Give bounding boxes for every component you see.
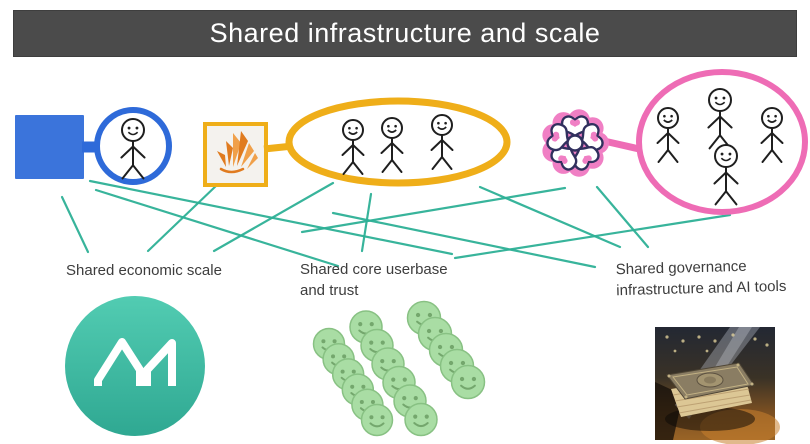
maker-m-icon: [94, 338, 176, 386]
maker-logo: [65, 296, 205, 436]
yellow-members-ellipse: [285, 97, 511, 187]
smiley-token-stacks: [312, 300, 486, 437]
flower-icon: [542, 109, 609, 177]
three-member-ellipse: [341, 114, 454, 175]
title-bar: Shared infrastructure and scale: [13, 10, 797, 57]
label-userbase-line1: Shared core userbase: [300, 261, 448, 278]
label-economic-text: Shared economic scale: [66, 262, 222, 279]
single-member-circle: [120, 118, 146, 180]
label-governance: Shared governance infrastructure and AI …: [615, 255, 787, 301]
label-userbase-line2: and trust: [300, 282, 359, 299]
stick-figures: [120, 88, 784, 206]
spark-icon: [217, 131, 258, 174]
pink-members-circle: [636, 69, 808, 215]
ancient-book-image: [655, 327, 780, 444]
label-economic: Shared economic scale: [66, 260, 222, 281]
four-member-circle: [656, 88, 784, 206]
bokeh-lights: [665, 333, 769, 353]
slide-title: Shared infrastructure and scale: [209, 18, 601, 48]
connector-lines: [60, 179, 732, 269]
book: [666, 362, 755, 417]
label-governance-line2: infrastructure and AI tools: [616, 277, 787, 300]
blue-square: [15, 115, 84, 179]
label-userbase: Shared core userbase and trust: [300, 259, 448, 301]
